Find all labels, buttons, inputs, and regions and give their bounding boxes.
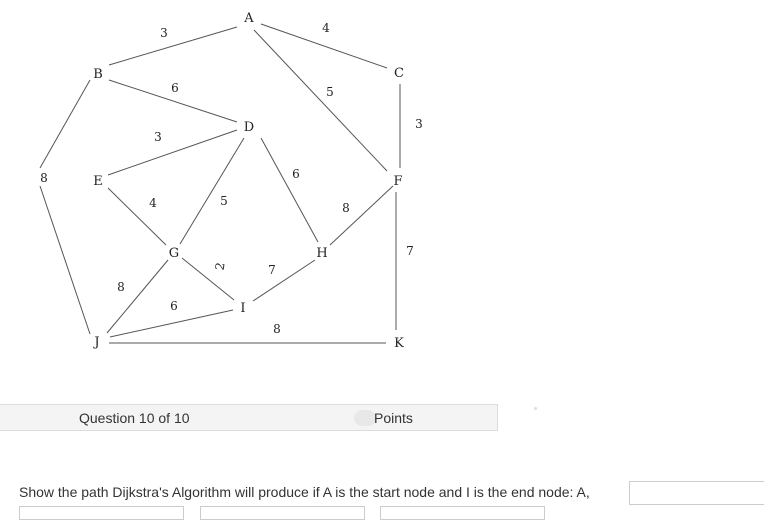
edge-A-C: [260, 23, 388, 69]
edge-weight-C-F: 3: [415, 117, 423, 131]
edge-E-G: [107, 187, 167, 246]
question-number: Question 10 of 10: [79, 410, 190, 426]
edge-weight-I-J: 6: [170, 299, 178, 313]
answer-input-1[interactable]: [629, 481, 764, 505]
edge-weight-A-C: 4: [322, 21, 330, 35]
question-prompt: Show the path Dijkstra's Algorithm will …: [19, 484, 590, 500]
points-value-badge: [354, 410, 376, 426]
edge-A-F: [253, 29, 388, 172]
node-I: I: [240, 301, 245, 316]
edge-weight-D-H: 6: [292, 167, 300, 181]
answer-input-4[interactable]: [380, 506, 545, 520]
edge-weight-F-K: 7: [406, 244, 414, 258]
edge-A-B: [108, 26, 238, 66]
edge-D-H: [260, 137, 319, 243]
edge-weight-F-H: 8: [342, 201, 350, 215]
edge-weight-H-I: 7: [268, 263, 276, 277]
edge-G-I: [181, 257, 235, 301]
edge-B-J-upper: [39, 79, 91, 169]
edge-weight-A-F: 5: [326, 85, 334, 99]
node-G: G: [169, 246, 179, 261]
question-header-bar: Question 10 of 10 Points: [0, 404, 498, 431]
edge-H-I: [252, 259, 316, 302]
node-D: D: [244, 120, 254, 135]
edge-weight-E-G: 4: [149, 196, 157, 210]
points-label: Points: [374, 410, 413, 426]
edge-weight-A-B: 3: [160, 26, 168, 40]
node-J: J: [92, 335, 99, 350]
node-E: E: [93, 174, 103, 189]
edge-I-J: [109, 309, 234, 338]
answer-input-3[interactable]: [200, 506, 365, 520]
node-K: K: [394, 336, 404, 351]
node-A: A: [243, 11, 254, 26]
edge-D-E: [107, 129, 238, 176]
edge-G-J: [106, 259, 169, 334]
edge-weight-D-E: 3: [154, 130, 162, 144]
edge-weight-D-G: 5: [220, 194, 228, 208]
edge-weight-B-J: 8: [40, 171, 48, 185]
decorative-dot: [534, 407, 537, 410]
weighted-graph-diagram: 3 4 5 6 8 3 3 5 6 4 8 7 2 8 7 6 8 A B C D E F G H I J K: [39, 11, 423, 351]
edge-weight-G-I: 2: [213, 261, 228, 271]
edge-weight-G-J: 8: [117, 280, 125, 294]
edge-F-H: [329, 185, 394, 246]
node-H: H: [316, 246, 327, 261]
answer-input-2[interactable]: [19, 506, 184, 520]
edge-D-G: [179, 137, 245, 245]
node-C: C: [394, 66, 404, 81]
node-F: F: [393, 174, 402, 189]
edge-weight-J-K: 8: [273, 322, 281, 336]
edge-B-J-lower: [39, 185, 91, 335]
edge-B-D: [108, 79, 238, 123]
node-B: B: [93, 67, 103, 82]
edge-weight-B-D: 6: [171, 81, 179, 95]
